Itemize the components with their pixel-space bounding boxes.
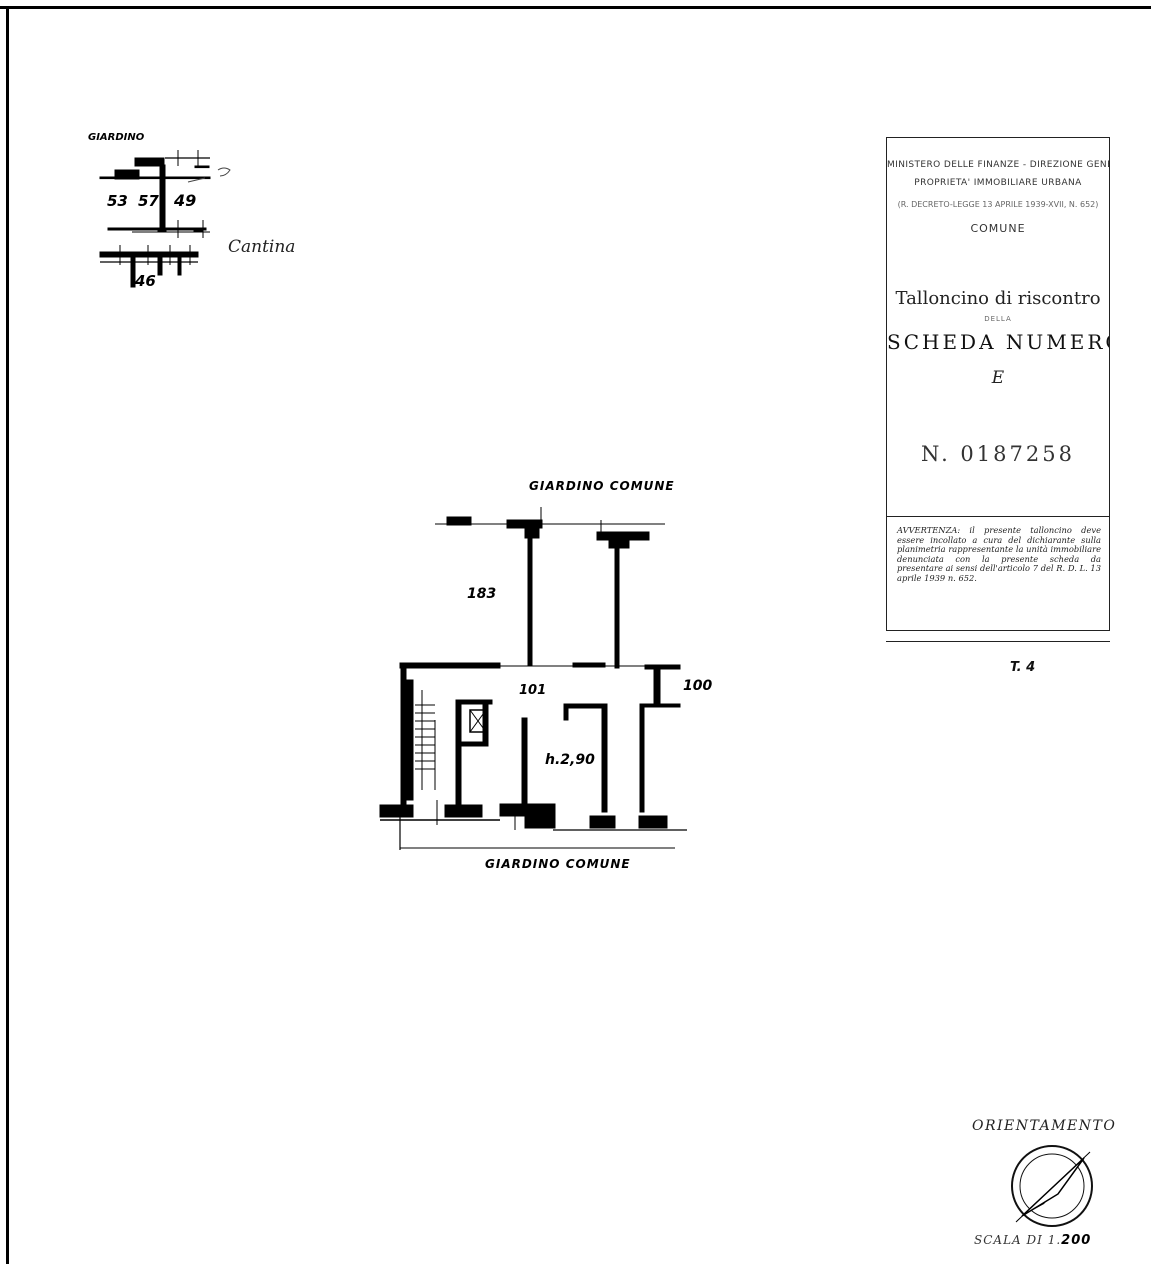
- floor-plan-top-label: GIARDINO COMUNE: [529, 479, 675, 493]
- riscontro-stamp: MINISTERO DELLE FINANZE - DIREZIONE GENE…: [886, 137, 1110, 631]
- stamp-separator: [887, 516, 1109, 517]
- cantina-dim-3: 49: [173, 191, 196, 210]
- cantina-dim-1: 53: [107, 192, 128, 210]
- floor-plan-dim-183: 183: [467, 586, 496, 602]
- stamp-comune-label: COMUNE: [970, 222, 1026, 235]
- cantina-plan: GIARDINO: [88, 132, 295, 290]
- stamp-avvertenza: AVVERTENZA: il presente talloncino deve …: [897, 525, 1101, 583]
- stamp-talloncino-title: Talloncino di riscontro: [895, 288, 1101, 309]
- stamp-scheda-numero: SCHEDA NUMERO: [887, 330, 1109, 354]
- stamp-underline: [886, 641, 1110, 642]
- floor-plan-dim-100: 100: [683, 678, 712, 694]
- stamp-header-line-3: (R. DECRETO-LEGGE 13 APRILE 1939-XVII, N…: [897, 200, 1099, 209]
- scale-value: 200: [1061, 1233, 1092, 1248]
- stamp-number: N. 0187258: [921, 442, 1075, 466]
- cantina-dim-4: 46: [134, 272, 156, 290]
- sheet-border-left: [6, 6, 9, 1264]
- floor-plan-walls: [379, 507, 687, 850]
- floor-plan-height: h.2,90: [545, 752, 595, 768]
- compass-needle-icon: [1011, 1145, 1093, 1227]
- stamp-e-mark: E: [991, 368, 1005, 388]
- cantina-arrow-mark: [187, 167, 231, 183]
- cantina-dim-2: 57: [138, 192, 159, 210]
- stamp-della: DELLA: [984, 315, 1012, 323]
- stamp-header-line-2: PROPRIETA' IMMOBILIARE URBANA: [914, 178, 1082, 188]
- cantina-script-note: Cantina: [228, 237, 295, 257]
- floor-plan-dim-101: 101: [519, 683, 546, 698]
- scale-label: SCALA DI 1.200: [974, 1233, 1091, 1248]
- scale-prefix: SCALA DI 1.: [974, 1233, 1062, 1247]
- sheet-border-top: [0, 6, 1151, 9]
- floor-plan-bottom-label: GIARDINO COMUNE: [485, 857, 631, 871]
- cantina-plan-title: GIARDINO: [88, 132, 145, 143]
- cantina-walls: [99, 150, 211, 288]
- floor-plan: GIARDINO COMUNE: [379, 479, 712, 871]
- stamp-handwritten-note: T. 4: [1010, 660, 1036, 675]
- stamp-header-line-1: MINISTERO DELLE FINANZE - DIREZIONE GENE…: [887, 160, 1109, 170]
- orientation-label: ORIENTAMENTO: [972, 1118, 1117, 1134]
